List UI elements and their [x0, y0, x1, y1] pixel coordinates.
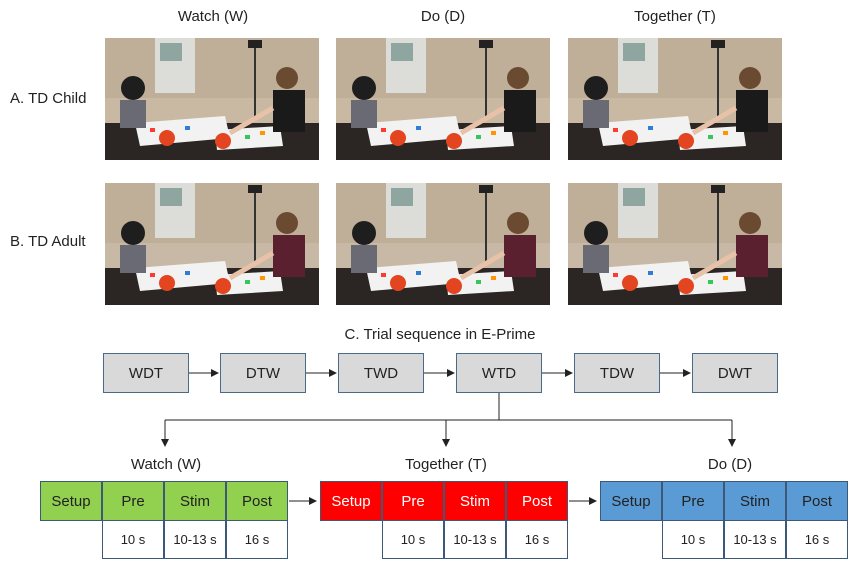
together-duration-3: 16 s [506, 521, 568, 559]
row-label-adult: B. TD Adult [10, 233, 86, 250]
phase-title-watch: Watch (W) [130, 456, 202, 473]
sequence-box-wtd: WTD [456, 353, 542, 393]
sequence-box-twd: TWD [338, 353, 424, 393]
photo-child-watch [105, 38, 319, 160]
together-cell-setup: Setup [320, 481, 382, 521]
watch-duration-3: 16 s [226, 521, 288, 559]
watch-cell-pre: Pre [102, 481, 164, 521]
phase-title-together: Together (T) [405, 456, 487, 473]
photo-adult-together [568, 183, 782, 305]
do-cell-pre: Pre [662, 481, 724, 521]
photo-child-together [568, 38, 782, 160]
together-cell-pre: Pre [382, 481, 444, 521]
column-title-do: Do (D) [420, 8, 466, 25]
sequence-box-dtw: DTW [220, 353, 306, 393]
watch-duration-2: 10-13 s [164, 521, 226, 559]
sequence-box-dwt: DWT [692, 353, 778, 393]
do-cell-setup: Setup [600, 481, 662, 521]
column-title-together: Together (T) [634, 8, 716, 25]
phase-title-do: Do (D) [707, 456, 753, 473]
section-title: C. Trial sequence in E-Prime [344, 326, 536, 343]
do-duration-2: 10-13 s [724, 521, 786, 559]
watch-duration-1: 10 s [102, 521, 164, 559]
column-title-watch: Watch (W) [177, 8, 249, 25]
do-duration-1: 10 s [662, 521, 724, 559]
photo-adult-do [336, 183, 550, 305]
row-label-child: A. TD Child [10, 90, 87, 107]
sequence-box-tdw: TDW [574, 353, 660, 393]
watch-cell-stim: Stim [164, 481, 226, 521]
do-cell-post: Post [786, 481, 848, 521]
watch-cell-post: Post [226, 481, 288, 521]
photo-adult-watch [105, 183, 319, 305]
together-duration-2: 10-13 s [444, 521, 506, 559]
sequence-box-wdt: WDT [103, 353, 189, 393]
together-duration-1: 10 s [382, 521, 444, 559]
do-duration-3: 16 s [786, 521, 848, 559]
watch-cell-setup: Setup [40, 481, 102, 521]
do-cell-stim: Stim [724, 481, 786, 521]
photo-child-do [336, 38, 550, 160]
together-cell-stim: Stim [444, 481, 506, 521]
together-cell-post: Post [506, 481, 568, 521]
